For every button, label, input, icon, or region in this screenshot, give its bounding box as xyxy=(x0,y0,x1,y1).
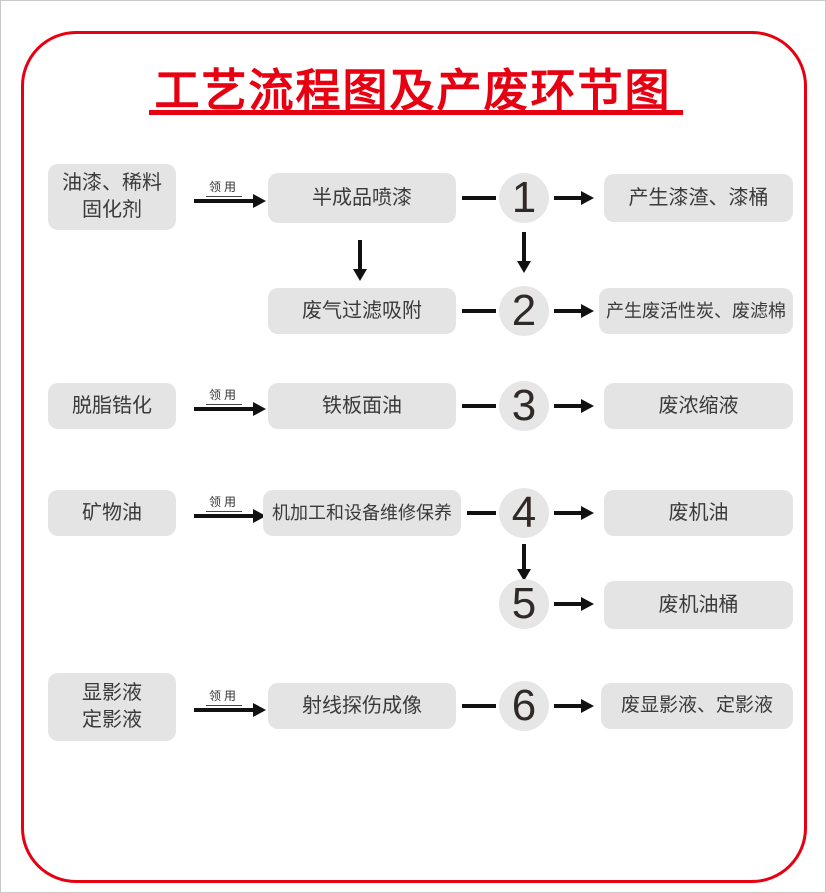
page-title: 工艺流程图及产废环节图 xyxy=(154,65,672,116)
red-rounded-frame xyxy=(21,31,807,883)
material-box-developer: 显影液 定影液 xyxy=(48,673,176,741)
material-box-paint: 油漆、稀料 固化剂 xyxy=(48,164,176,230)
title-underline xyxy=(149,110,683,115)
waste-box-oil-drum: 废机油桶 xyxy=(604,581,793,629)
issue-label: 领用 xyxy=(205,386,242,405)
arrow-down-icon xyxy=(522,232,526,262)
process-box-machining: 机加工和设备维修保养 xyxy=(263,490,461,536)
arrow-right-icon xyxy=(554,704,582,708)
issue-label: 领用 xyxy=(205,178,242,197)
process-box-gas-filter: 废气过滤吸附 xyxy=(268,288,456,334)
waste-box-concentrate: 废浓缩液 xyxy=(604,383,793,429)
step-circle-4: 4 xyxy=(499,488,549,538)
material-box-degrease: 脱脂锆化 xyxy=(48,383,176,429)
step-circle-2: 2 xyxy=(499,286,549,336)
connector-line xyxy=(462,309,496,313)
waste-box-developer-fixer: 废显影液、定影液 xyxy=(601,683,793,729)
waste-box-paint-residue: 产生漆渣、漆桶 xyxy=(604,174,793,222)
waste-box-engine-oil: 废机油 xyxy=(604,490,793,536)
arrow-right-icon xyxy=(554,309,582,313)
step-circle-1: 1 xyxy=(499,173,549,223)
arrow-right-icon xyxy=(194,407,254,411)
process-box-plate-oil: 铁板面油 xyxy=(268,383,456,429)
issue-label: 领用 xyxy=(205,493,242,512)
issue-arrow: 领用 xyxy=(194,687,254,712)
connector-line xyxy=(467,511,496,515)
waste-box-activated-carbon: 产生废活性炭、废滤棉 xyxy=(599,288,793,334)
connector-line xyxy=(462,704,496,708)
step-circle-3: 3 xyxy=(499,381,549,431)
arrow-right-icon xyxy=(194,708,254,712)
issue-arrow: 领用 xyxy=(194,493,254,518)
arrow-right-icon xyxy=(194,199,254,203)
issue-arrow: 领用 xyxy=(194,178,254,203)
step-circle-5: 5 xyxy=(499,579,549,629)
issue-arrow: 领用 xyxy=(194,386,254,411)
process-box-spray-paint: 半成品喷漆 xyxy=(268,173,456,223)
step-circle-6: 6 xyxy=(499,681,549,731)
arrow-right-icon xyxy=(194,514,254,518)
arrow-down-icon xyxy=(358,240,362,270)
arrow-right-icon xyxy=(554,602,582,606)
connector-line xyxy=(462,196,496,200)
arrow-down-icon xyxy=(522,544,526,570)
arrow-right-icon xyxy=(554,196,582,200)
arrow-right-icon xyxy=(554,404,582,408)
issue-label: 领用 xyxy=(205,687,242,706)
process-box-ray-imaging: 射线探伤成像 xyxy=(268,683,456,729)
material-box-mineral-oil: 矿物油 xyxy=(48,490,176,536)
arrow-right-icon xyxy=(554,511,582,515)
connector-line xyxy=(462,404,496,408)
